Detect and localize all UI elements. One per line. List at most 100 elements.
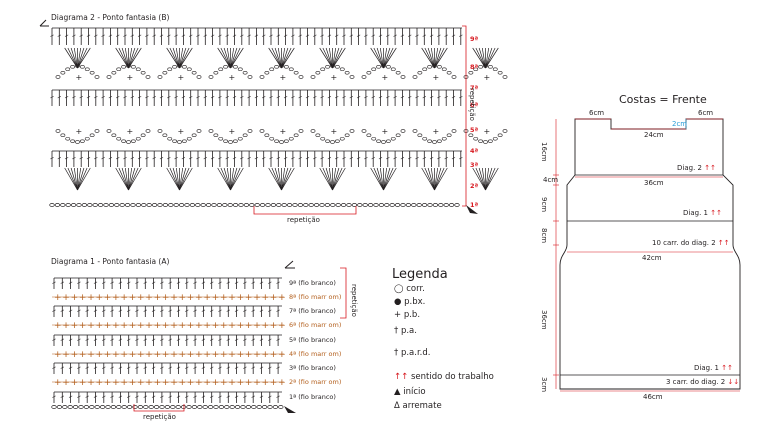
arc-chain: [400, 75, 406, 79]
dc-cross: [60, 338, 65, 341]
dc-cross: [429, 157, 434, 160]
dc-cross: [152, 96, 156, 99]
chain-stitch: [168, 203, 174, 207]
arc-chain: [140, 133, 146, 137]
single-crochet: +: [62, 293, 70, 303]
chain-stitch: [389, 203, 395, 207]
d1-row-6: 6ª (fio marr om): [289, 321, 342, 329]
dc-cross: [364, 157, 368, 160]
chain-stitch: [202, 405, 208, 409]
dc-cross: [378, 157, 383, 160]
chain-stitch: [153, 405, 160, 409]
dc-cross: [151, 281, 156, 284]
chain-stitch: [124, 203, 131, 207]
arc-chain: [279, 140, 284, 144]
single-crochet: +: [129, 293, 137, 303]
single-crochet: +: [270, 350, 278, 360]
dc-cross: [320, 157, 324, 160]
dc-cross: [143, 366, 148, 369]
chain-stitch: [229, 405, 235, 409]
arc-chain: [376, 139, 382, 143]
dc-cross: [143, 395, 148, 398]
dc-cross: [240, 157, 244, 160]
single-crochet: +: [195, 350, 203, 360]
arc-chain: [395, 133, 401, 137]
dc-cross: [145, 157, 149, 160]
chain-stitch: [432, 203, 439, 207]
arc-chain: [473, 67, 479, 71]
dc-cross: [349, 157, 354, 160]
chain-stitch: [303, 203, 309, 207]
fan-stitch: [332, 167, 337, 191]
dc-cross: [193, 281, 197, 284]
arc-chain: [237, 137, 243, 141]
dc-cross: [400, 157, 405, 160]
dc-cross: [210, 34, 215, 37]
arc-chain: [334, 65, 340, 69]
arc-chain: [502, 75, 508, 79]
chain-stitch: [126, 405, 133, 409]
single-crochet: +: [96, 293, 104, 303]
dc-cross: [159, 34, 164, 37]
arc-chain: [111, 133, 117, 137]
single-crochet: +: [270, 378, 278, 388]
arc-chain: [242, 133, 248, 137]
single-crochet: +: [228, 321, 236, 331]
single-crochet: +: [245, 293, 253, 303]
dc-cross: [261, 96, 266, 99]
chain-stitch: [297, 203, 304, 207]
dc-cross: [201, 338, 206, 341]
chain-stitch: [427, 203, 433, 207]
dc-cross: [298, 96, 302, 99]
chain-stitch: [114, 203, 120, 207]
dc-cross: [291, 96, 295, 99]
fan-stitch: [277, 167, 282, 191]
single-crochet: +: [195, 378, 203, 388]
dc-cross: [196, 34, 200, 37]
single-crochet: +: [228, 293, 236, 303]
single-crochet: +: [179, 350, 187, 360]
legend-item-chain: ◯ corr.: [394, 284, 425, 294]
arc-chain: [436, 65, 442, 69]
dc-cross: [201, 281, 206, 284]
dc-cross: [268, 395, 272, 398]
arc-chain: [106, 129, 112, 133]
single-crochet: +: [145, 293, 153, 303]
dc-cross: [196, 96, 200, 99]
arc-chain: [191, 133, 197, 137]
dc-cross: [85, 281, 89, 284]
single-crochet: +: [270, 321, 278, 331]
dc-cross: [126, 366, 131, 369]
fan-stitch: [128, 167, 139, 191]
dc-cross: [444, 157, 448, 160]
dc-cross: [174, 96, 178, 99]
dc-cross: [168, 281, 172, 284]
single-crochet: +: [170, 321, 178, 331]
dc-cross: [85, 309, 89, 312]
single-crochet: +: [262, 378, 270, 388]
chain-stitch: [270, 203, 277, 207]
arc-chain: [167, 67, 173, 71]
fan-stitch: [430, 167, 435, 191]
chain-stitch: [99, 405, 106, 409]
dim-side-8: 8cm: [540, 228, 548, 244]
d2-finish-marker: [39, 19, 49, 27]
arc-chain: [84, 67, 90, 71]
dc-cross: [137, 96, 142, 99]
carr-label: 10 carr. do diag. 2 ↑↑: [652, 239, 730, 247]
fan-stitch: [271, 167, 282, 191]
dc-cross: [400, 96, 405, 99]
fan-stitch: [230, 167, 244, 191]
fan-stitch: [485, 167, 490, 191]
dc-cross: [152, 157, 156, 160]
dc-cross: [415, 34, 419, 37]
dc-cross: [429, 96, 434, 99]
chain-stitch: [62, 405, 68, 409]
dc-cross: [185, 281, 189, 284]
dc-cross: [176, 338, 181, 341]
dc-cross: [429, 34, 434, 37]
d1-row-1: 1ª (fio branco): [289, 393, 336, 401]
dc-cross: [110, 281, 114, 284]
dc-cross: [115, 157, 120, 160]
single-crochet: +: [54, 321, 62, 331]
